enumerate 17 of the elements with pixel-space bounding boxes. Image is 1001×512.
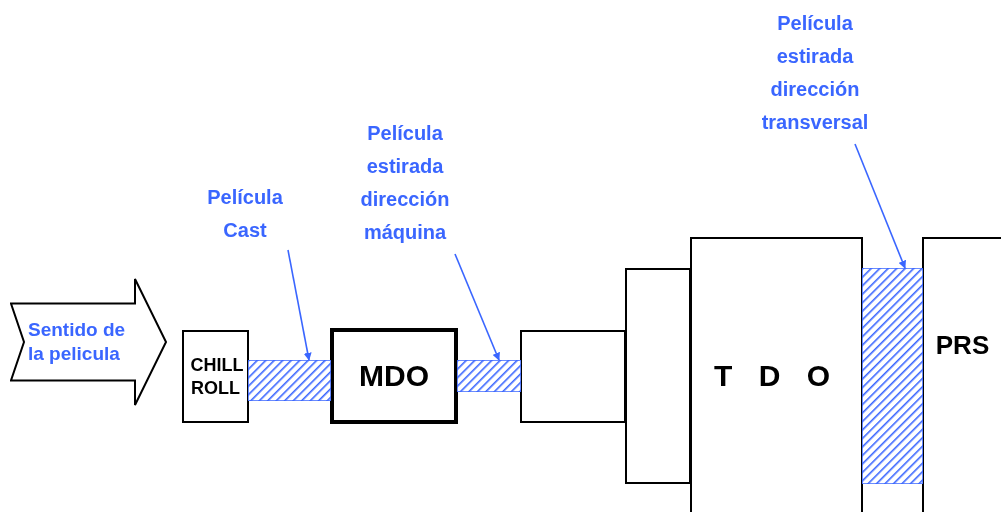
process-box [690, 237, 863, 512]
process-box [520, 330, 626, 423]
callout-label: Película estirada dirección transversal [760, 11, 870, 135]
process-box [330, 328, 458, 424]
process-label: MDO [359, 358, 429, 395]
process-label: CHILL ROLL [190, 354, 241, 399]
direction-label: Sentido de la pelicula [28, 318, 127, 366]
leader-arrow [287, 249, 312, 361]
process-box [182, 330, 249, 423]
callout-label: Película estirada dirección máquina [359, 121, 451, 245]
process-box [922, 237, 1001, 512]
leader-arrow [854, 143, 906, 269]
process-label: PRS [935, 329, 990, 362]
leader-arrow [454, 253, 500, 361]
process-box [625, 268, 691, 484]
process-label: T D O [714, 357, 839, 394]
callout-label: Película Cast [206, 185, 284, 243]
